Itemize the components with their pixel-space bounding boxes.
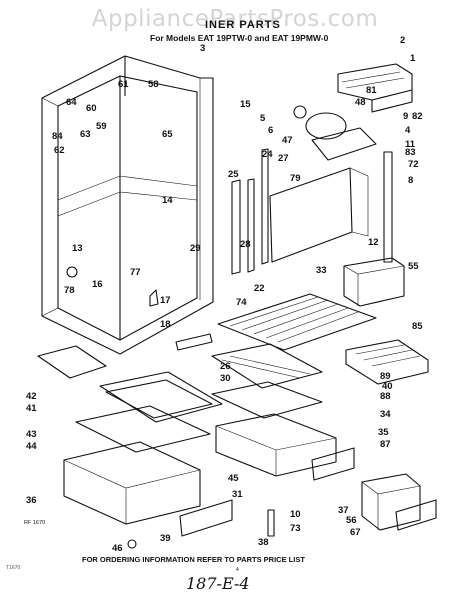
freezer-tray [337, 63, 413, 113]
small-parts [37, 266, 275, 549]
callout-62: 62 [54, 145, 65, 156]
callout-48: 48 [355, 97, 366, 108]
callout-59: 59 [96, 121, 107, 132]
callout-79: 79 [290, 173, 301, 184]
callout-31: 31 [232, 489, 243, 500]
callout-35: 35 [378, 427, 389, 438]
callout-81: 81 [366, 85, 377, 96]
callout-25: 25 [228, 169, 239, 180]
diagram-title: INER PARTS [205, 19, 281, 31]
callout-14: 14 [162, 195, 173, 206]
callout-42: 42 [26, 391, 37, 402]
callout-37: 37 [338, 505, 349, 516]
callout-67: 67 [350, 527, 361, 538]
callout-18: 18 [160, 319, 171, 330]
callout-11: 11 [405, 139, 416, 150]
callout-73: 73 [290, 523, 301, 534]
callout-30: 30 [220, 373, 231, 384]
callout-4: 4 [405, 125, 411, 136]
callout-1: 1 [410, 53, 416, 64]
crisper-cover-left [75, 405, 211, 453]
callout-43: 43 [26, 429, 37, 440]
callout-56: 56 [346, 515, 357, 526]
door-bin-37 [361, 473, 421, 531]
callout-12: 12 [368, 237, 379, 248]
callout-45: 45 [228, 473, 239, 484]
callout-87: 87 [380, 439, 391, 450]
reference-code: RF 1670 [24, 520, 46, 526]
callout-17: 17 [160, 295, 171, 306]
ordering-note: FOR ORDERING INFORMATION REFER TO PARTS … [82, 555, 305, 564]
drawer-fronts [179, 447, 437, 537]
watermark: AppliancePartsPros.com [91, 6, 379, 32]
evaporator-cover [269, 151, 393, 263]
callout-29: 29 [190, 243, 201, 254]
callout-44: 44 [26, 441, 37, 452]
callout-63: 63 [80, 129, 91, 140]
callout-55: 55 [408, 261, 419, 272]
page-code: T1670 [6, 565, 21, 571]
callout-24: 24 [262, 149, 273, 160]
callout-6: 6 [268, 125, 274, 136]
callout-83: 83 [405, 147, 416, 158]
callout-78: 78 [64, 285, 75, 296]
callout-39: 39 [160, 533, 171, 544]
callout-61: 61 [118, 79, 129, 90]
page-number: 4 [236, 567, 239, 573]
callout-47: 47 [282, 135, 293, 146]
crisper-drawer-left [63, 441, 201, 525]
shelf-frame-40 [211, 343, 323, 389]
callout-72: 72 [408, 159, 419, 170]
callout-27: 27 [278, 153, 289, 164]
wire-shelf [217, 293, 377, 351]
callout-77: 77 [130, 267, 141, 278]
callout-89: 89 [380, 371, 391, 382]
callout-82: 82 [412, 111, 423, 122]
callout-8: 8 [408, 175, 414, 186]
callout-46: 46 [112, 543, 123, 554]
glass-shelf-left [99, 371, 223, 423]
callout-3: 3 [200, 43, 206, 54]
callout-58: 58 [148, 79, 159, 90]
callout-64: 64 [66, 97, 77, 108]
shelf-brackets [231, 148, 269, 275]
callout-38: 38 [258, 537, 269, 548]
callout-41: 41 [26, 403, 37, 414]
callout-5: 5 [260, 113, 266, 124]
callout-65: 65 [162, 129, 173, 140]
crisper-drawer-right [215, 413, 337, 477]
callout-85: 85 [412, 321, 423, 332]
callout-2: 2 [400, 35, 406, 46]
callout-84: 84 [52, 131, 63, 142]
callout-33: 33 [316, 265, 327, 276]
callout-22: 22 [254, 283, 265, 294]
callout-10: 10 [290, 509, 301, 520]
callout-9: 9 [403, 111, 409, 122]
door-bin-55 [343, 257, 405, 307]
callout-16: 16 [92, 279, 103, 290]
callout-74: 74 [236, 297, 247, 308]
diagram-subtitle: For Models EAT 19PTW-0 and EAT 19PMW-0 [150, 33, 329, 43]
glass-shelf-88 [211, 381, 323, 419]
callout-36: 36 [26, 495, 37, 506]
callout-15: 15 [240, 99, 251, 110]
callout-88: 88 [380, 391, 391, 402]
callout-34: 34 [380, 409, 391, 420]
callout-40: 40 [382, 381, 393, 392]
callout-28: 28 [240, 239, 251, 250]
callout-26: 26 [220, 361, 231, 372]
ice-tray [345, 339, 429, 385]
fan-assembly [293, 105, 377, 161]
cabinet-shell [41, 55, 214, 355]
callout-60: 60 [86, 103, 97, 114]
callout-13: 13 [72, 243, 83, 254]
handwritten-note: 187-E-4 [186, 574, 250, 593]
